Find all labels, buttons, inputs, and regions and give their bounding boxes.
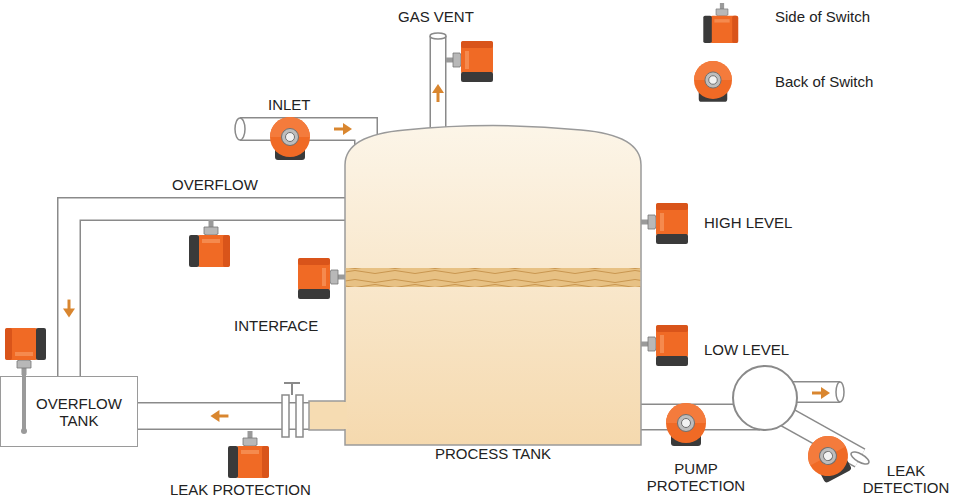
flow-arrowhead bbox=[210, 410, 228, 422]
callout-label: HIGH LEVEL bbox=[704, 214, 792, 231]
tank-outline bbox=[345, 125, 641, 445]
interface-layer bbox=[346, 268, 640, 287]
callout-label: INTERFACE bbox=[234, 317, 318, 334]
node-title: OVERFLOW TANK bbox=[33, 395, 125, 429]
tank-body bbox=[345, 126, 641, 446]
pipe-label: OVERFLOW bbox=[172, 176, 258, 193]
legend-text: Side of Switch bbox=[775, 8, 870, 25]
tank-outlet-fill bbox=[310, 402, 347, 429]
legend-text: Back of Switch bbox=[775, 73, 873, 90]
callout-label: PUMP PROTECTION bbox=[641, 460, 751, 494]
callout-label: LEAK PROTECTION bbox=[170, 481, 311, 498]
pipe-connector bbox=[63, 209, 345, 376]
callout-label: GAS VENT bbox=[398, 8, 474, 25]
callout-label: LEAK DETECTION bbox=[856, 462, 956, 496]
callout-label: LOW LEVEL bbox=[704, 341, 789, 358]
flow-arrowhead bbox=[63, 300, 75, 318]
process-tank: PROCESS TANK bbox=[345, 125, 641, 470]
node-title: PROCESS TANK bbox=[435, 445, 551, 470]
overflow-tank: OVERFLOW TANK bbox=[0, 376, 138, 447]
tank-outlet bbox=[309, 401, 347, 430]
callout-label: INLET bbox=[268, 96, 311, 113]
